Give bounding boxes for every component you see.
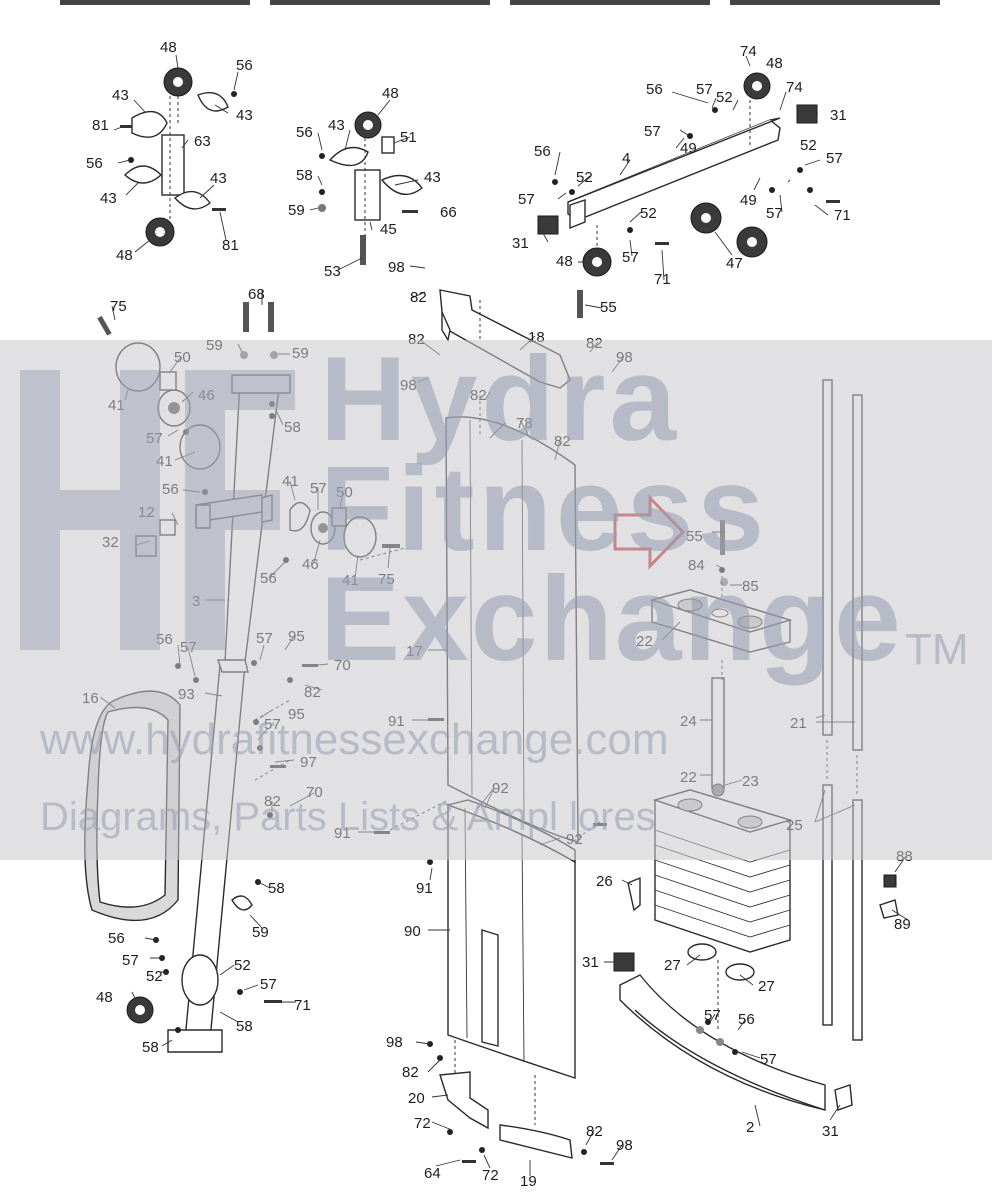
part-label: 52 (640, 205, 657, 222)
part-label: 56 (738, 1011, 755, 1028)
part-label: 81 (222, 237, 239, 254)
part-label: 48 (160, 39, 177, 56)
part-label: 89 (894, 916, 911, 933)
part-label: 74 (740, 43, 757, 60)
part-label: 27 (758, 978, 775, 995)
part-label: 57 (826, 150, 843, 167)
lower-brackets (427, 1041, 614, 1165)
cropped-header-text (60, 0, 940, 5)
part-label: 68 (248, 286, 265, 303)
part-label: 31 (830, 107, 847, 124)
part-label: 48 (382, 85, 399, 102)
part-label: 43 (328, 117, 345, 134)
part-label: 81 (92, 117, 109, 134)
part-label: 57 (518, 191, 535, 208)
part-label: 82 (410, 289, 427, 306)
part-label: 43 (424, 169, 441, 186)
watermark-line-1: Hydra (320, 332, 681, 466)
part-label: 26 (596, 873, 613, 890)
part-label: 43 (236, 107, 253, 124)
part-label: 27 (664, 957, 681, 974)
part-label: 66 (440, 204, 457, 221)
part-label: 82 (402, 1064, 419, 1081)
part-label: 52 (234, 957, 251, 974)
watermark-line-2: Fitness (320, 442, 769, 576)
part-label: 98 (388, 259, 405, 276)
part-label: 47 (726, 255, 743, 272)
part-label: 55 (600, 299, 617, 316)
part-label: 91 (416, 880, 433, 897)
part-label: 58 (268, 880, 285, 897)
part-label: 56 (296, 124, 313, 141)
part-label: 45 (380, 221, 397, 238)
part-label: 71 (834, 207, 851, 224)
watermark-url: www.hydrafitnessexchange.com (40, 715, 669, 764)
part-label: 72 (414, 1115, 431, 1132)
part-label: 90 (404, 923, 421, 940)
part-label: 59 (288, 202, 305, 219)
front-base-beam (613, 952, 853, 1111)
part-label: 43 (210, 170, 227, 187)
part-label: 72 (482, 1167, 499, 1184)
part-label: 56 (108, 930, 125, 947)
part-label: 59 (252, 924, 269, 941)
part-label: 31 (822, 1123, 839, 1140)
part-label: 48 (116, 247, 133, 264)
part-label: 57 (766, 205, 783, 222)
part-label: 75 (110, 298, 127, 315)
part-label: 98 (616, 1137, 633, 1154)
part-label: 49 (740, 192, 757, 209)
part-label: 48 (556, 253, 573, 270)
watermark-band (0, 340, 992, 860)
part-label: 56 (646, 81, 663, 98)
part-label: 57 (704, 1007, 721, 1024)
part-label: 31 (582, 954, 599, 971)
part-label: 56 (534, 143, 551, 160)
part-label: 48 (766, 55, 783, 72)
part-label: 52 (800, 137, 817, 154)
part-label: 52 (576, 169, 593, 186)
part-label: 53 (324, 263, 341, 280)
part-label: 43 (112, 87, 129, 104)
part-label: 43 (100, 190, 117, 207)
part-label: 2 (746, 1119, 754, 1136)
part-label: 82 (586, 1123, 603, 1140)
part-label: 98 (386, 1034, 403, 1051)
part-label: 48 (96, 989, 113, 1006)
part-label: 57 (260, 976, 277, 993)
part-label: 20 (408, 1090, 425, 1107)
rear-base-beam-assembly (537, 72, 840, 318)
part-label: 52 (146, 968, 163, 985)
part-label: 51 (400, 129, 417, 146)
part-label: 49 (680, 140, 697, 157)
part-label: 31 (512, 235, 529, 252)
part-label: 56 (236, 57, 253, 74)
part-label: 74 (786, 79, 803, 96)
part-label: 57 (644, 123, 661, 140)
part-label: 19 (520, 1173, 537, 1190)
part-label: 58 (142, 1039, 159, 1056)
part-label: 56 (86, 155, 103, 172)
watermark-trademark: TM (905, 625, 969, 674)
part-label: 57 (622, 249, 639, 266)
part-label: 64 (424, 1165, 441, 1182)
part-label: 63 (194, 133, 211, 150)
part-label: 57 (122, 952, 139, 969)
pulley-bracket-assembly-left (120, 67, 237, 247)
watermark-subtitle: Diagrams, Parts Lists & Ampl lores (40, 795, 656, 839)
pulley-bracket-assembly-center (318, 111, 423, 265)
part-label: 58 (296, 167, 313, 184)
watermark-logo-icon (20, 370, 295, 650)
watermark-line-3: Exchange (320, 552, 903, 686)
part-label: 71 (654, 271, 671, 288)
part-label: 4 (622, 150, 630, 167)
part-label: 58 (236, 1018, 253, 1035)
part-label: 71 (294, 997, 311, 1014)
part-label: 57 (696, 81, 713, 98)
part-label: 52 (716, 89, 733, 106)
part-label: 57 (760, 1051, 777, 1068)
